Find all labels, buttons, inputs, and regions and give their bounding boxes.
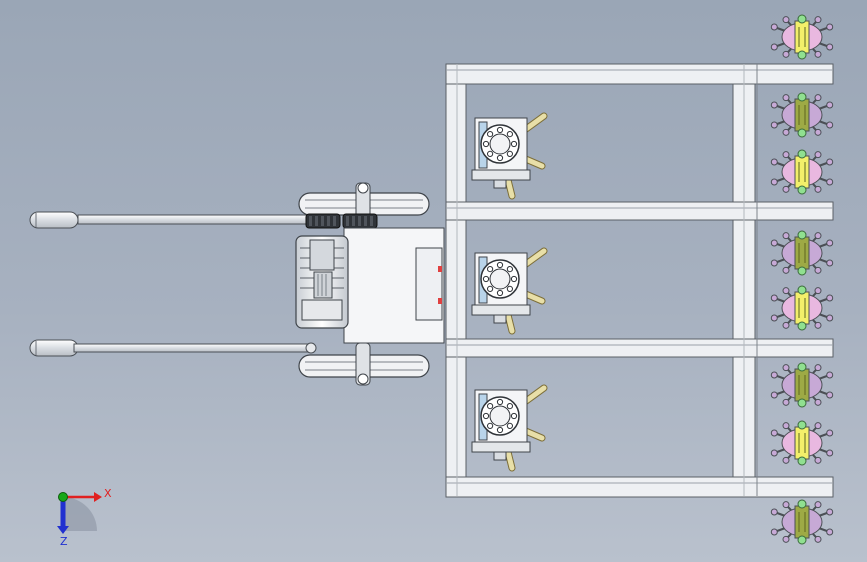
rotor-assembly [770, 230, 834, 276]
gearbox-bottom [471, 384, 548, 472]
gearbox-middle [471, 247, 548, 335]
rotor-assembly [770, 14, 834, 60]
x-axis-label: X [104, 487, 112, 500]
handle-lower[interactable] [29, 339, 317, 357]
z-axis-label: Z [60, 535, 68, 548]
main-frame [445, 63, 834, 498]
wheel-lower [298, 342, 430, 386]
y-axis-point [58, 492, 68, 502]
rotor-assembly [770, 92, 834, 138]
gearbox-top [471, 112, 548, 200]
rotor-assembly [770, 499, 834, 545]
handle-upper[interactable] [29, 211, 311, 229]
rotor-assembly [770, 285, 834, 331]
coordinate-triad: X Y Z [57, 487, 112, 548]
rotor-assembly [770, 420, 834, 466]
drive-gears [305, 213, 378, 229]
motor [295, 227, 445, 344]
rotor-assembly [770, 362, 834, 408]
rotor-assembly [770, 149, 834, 195]
